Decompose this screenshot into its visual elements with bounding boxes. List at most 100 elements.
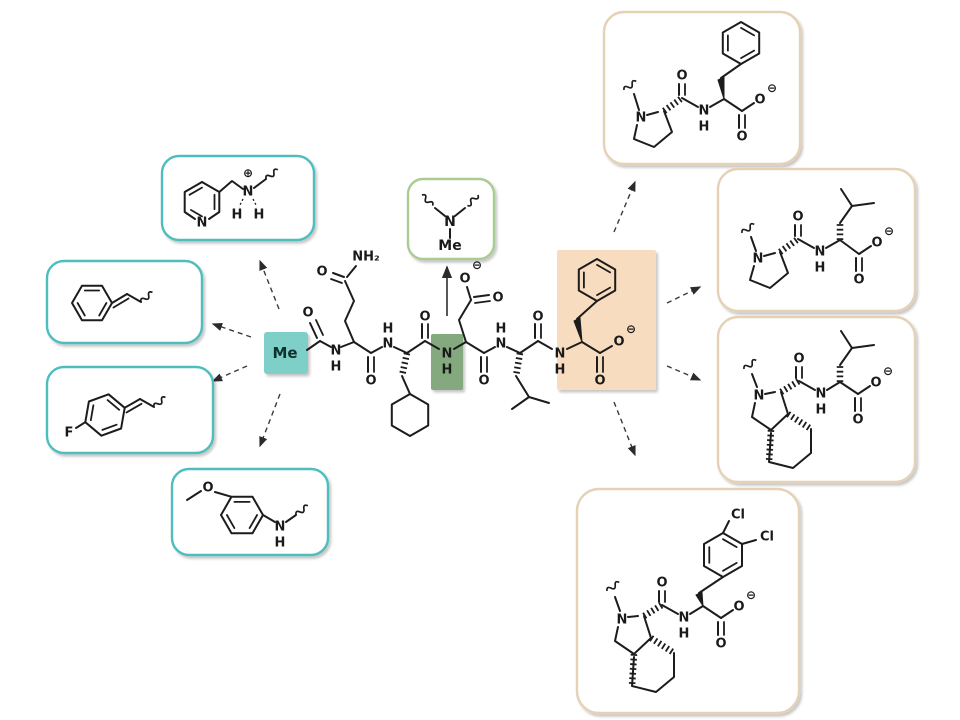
- atom-label-o: O: [715, 637, 726, 652]
- atom-label-n: N: [275, 520, 286, 535]
- fragment-box-border: [716, 167, 917, 313]
- attachment-squiggle: [152, 396, 166, 408]
- atom-label-n: N: [753, 252, 764, 267]
- fragment-box-border: [575, 487, 801, 715]
- atom-label-o: O: [656, 576, 667, 591]
- arrow-to-pro-leu: [666, 286, 702, 304]
- phenylalanine-highlight: [557, 250, 656, 390]
- fragment-box-fluorostyryl: F: [45, 365, 215, 455]
- phenyl-ring: [71, 284, 113, 322]
- arrows: [211, 180, 702, 457]
- atom-label-o: O: [852, 413, 863, 428]
- atom-label-n: N: [636, 111, 647, 126]
- attachment-squiggle: [467, 194, 480, 207]
- arrow-to-styryl: [211, 322, 252, 338]
- methyl-cap-label: Me: [272, 344, 297, 362]
- attachment-squiggle: [139, 291, 153, 303]
- atom-label-f: F: [65, 426, 74, 441]
- fragment-box-pro-phe: N O N H O O ⊖: [602, 10, 802, 166]
- atom-label-h: H: [816, 403, 827, 418]
- atom-label-o: O: [365, 374, 376, 389]
- charge-minus: ⊖: [472, 258, 482, 272]
- backbone-nh-n: N: [442, 347, 453, 362]
- atom-label-o: O: [202, 481, 213, 496]
- atom-label-o: O: [871, 236, 882, 251]
- atom-label-n: N: [816, 387, 827, 402]
- atom-label-h: H: [815, 261, 826, 276]
- atom-label-o: O: [492, 291, 503, 306]
- atom-label-o: O: [478, 374, 489, 389]
- attachment-squiggle: [741, 222, 755, 234]
- atom-label-o: O: [613, 335, 624, 350]
- atom-label-h: H: [275, 536, 286, 551]
- atom-label-o: O: [733, 600, 744, 615]
- atom-label-h: H: [496, 322, 507, 337]
- atom-label-o: O: [316, 265, 327, 280]
- arrow-to-pro-phe: [613, 180, 636, 233]
- phenyl-ring: [220, 495, 264, 535]
- fragment-box-octahydroindole-leu: N O N H O O ⊖: [716, 315, 917, 484]
- atom-label-o: O: [792, 210, 803, 225]
- arrow-to-methoxyanilide: [259, 393, 281, 448]
- charge-plus: ⊕: [243, 166, 253, 180]
- atom-label-o: O: [302, 306, 313, 321]
- fragment-box-methoxyanilide: O N H: [170, 467, 330, 557]
- atom-label-h: H: [383, 322, 394, 337]
- atom-label-cl: Cl: [731, 508, 745, 523]
- fragment-box-octahydroindole-dichlorophe: N O N H Cl Cl O O ⊖: [575, 487, 801, 715]
- fragment-box-border: [45, 259, 204, 345]
- phenyl-ring: [721, 21, 761, 65]
- methyl-cap-highlight: [264, 332, 308, 374]
- atom-label-o: O: [459, 272, 470, 287]
- charge-minus: ⊖: [626, 322, 636, 336]
- atom-label-h: H: [254, 208, 265, 223]
- atom-label-o: O: [736, 130, 747, 145]
- atom-label-n: N: [197, 216, 208, 231]
- attachment-squiggle: [623, 79, 637, 91]
- arrow-to-octahydroindole-leu: [666, 365, 702, 381]
- charge-minus: ⊖: [767, 81, 777, 95]
- atom-label-nh2: NH₂: [352, 250, 379, 265]
- atom-label-o: O: [676, 69, 687, 84]
- atom-label-n: N: [754, 389, 765, 404]
- atom-label-o: O: [853, 273, 864, 288]
- central-peptide-structure: Me O N H O NH₂ O H N O N H: [272, 250, 636, 437]
- fragment-box-border: [170, 467, 330, 557]
- attachment-squiggle: [421, 193, 434, 206]
- attachment-squiggle: [295, 504, 309, 516]
- atom-label-n: N: [679, 611, 690, 626]
- atom-label-n: N: [617, 613, 628, 628]
- attachment-squiggle: [265, 168, 279, 180]
- atom-label-n: N: [383, 337, 394, 352]
- arrow-to-octahydroindole-dichlorophe: [613, 401, 636, 457]
- cyclohexyl-ring: [390, 393, 430, 437]
- fragment-box-border: [602, 10, 802, 166]
- atom-label-n: N: [496, 337, 507, 352]
- atom-label-o: O: [754, 93, 765, 108]
- atom-label-o: O: [419, 310, 430, 325]
- atom-label-cl: Cl: [760, 530, 774, 545]
- atom-label-h: H: [555, 363, 566, 378]
- phenyl-ring: [577, 258, 617, 302]
- fragment-box-styryl: [45, 259, 204, 345]
- atom-label-h: H: [679, 627, 690, 642]
- fragment-box-pyridinium-methylamine: N ⊕ N H H: [160, 154, 316, 242]
- backbone-nh-h: H: [442, 363, 453, 378]
- atom-label-o: O: [870, 376, 881, 391]
- atom-label-o: O: [532, 310, 543, 325]
- fragment-box-n-methyl-amide: N Me: [406, 177, 496, 261]
- fragment-box-pro-leu: N O N H O O ⊖: [716, 167, 917, 313]
- arrow-to-fluorostyryl: [211, 365, 248, 382]
- attachment-squiggle: [743, 358, 757, 370]
- atom-label-o: O: [594, 374, 605, 389]
- atom-label-h: H: [232, 208, 243, 223]
- methyl-label: Me: [438, 238, 461, 254]
- charge-minus: ⊖: [746, 588, 756, 602]
- atom-label-n: N: [444, 214, 456, 230]
- atom-label-n: N: [555, 347, 566, 362]
- charge-minus: ⊖: [884, 224, 894, 238]
- atom-label-n: N: [331, 344, 342, 359]
- atom-label-h: H: [699, 120, 710, 135]
